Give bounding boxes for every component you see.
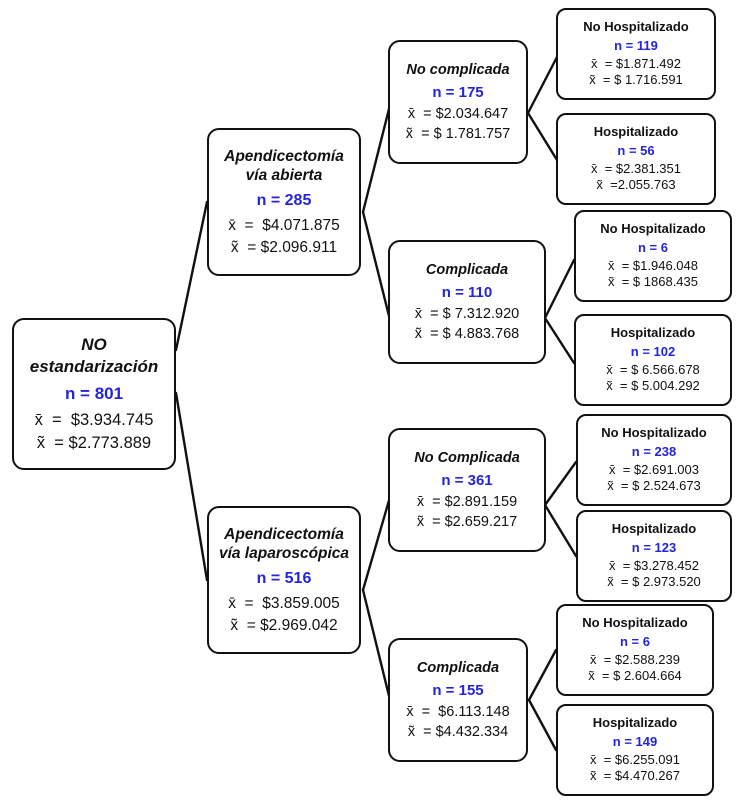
- node-mean: x̄ = $2.891.159: [416, 494, 518, 511]
- node-median: x̃ = $ 2.604.664: [588, 668, 682, 684]
- node-mean: x̄ = $2.381.351: [591, 160, 681, 176]
- node-median: x̃ = $ 2.973.520: [607, 574, 701, 590]
- node-laparoscopica-complicada[interactable]: Complicada n = 155 x̄ = $6.113.148 x̃ = …: [388, 638, 528, 762]
- edge-nc2-to-hosp: [543, 503, 578, 558]
- node-title: NO estandarización: [29, 335, 159, 377]
- edge-c1-to-nohosp: [543, 258, 576, 320]
- node-mean: x̄ = $1.871.492: [591, 55, 681, 71]
- node-median: x̃ = $ 2.524.673: [607, 478, 701, 494]
- node-abierta-no-complicada[interactable]: No complicada n = 175 x̄ = $2.034.647 x̃…: [388, 40, 528, 164]
- edge-c1-to-hosp: [543, 316, 576, 365]
- node-count: n = 119: [614, 37, 658, 53]
- node-apendicectomia-via-laparoscopica[interactable]: Apendicectomía vía laparoscópica n = 516…: [207, 506, 361, 654]
- node-mean: x̄ = $1.946.048: [608, 257, 698, 273]
- node-mean: x̄ = $4.071.875: [228, 216, 340, 234]
- edge-laparoscopica-to-nocomplicada: [361, 495, 392, 592]
- node-median: x̃ = $2.773.889: [36, 433, 152, 452]
- edge-c2-to-hosp: [527, 698, 558, 752]
- edge-laparoscopica-to-complicada: [361, 588, 392, 702]
- node-count: n = 155: [432, 682, 484, 700]
- node-count: n = 238: [631, 443, 677, 459]
- node-count: n = 56: [617, 142, 655, 158]
- node-mean: x̄ = $3.278.452: [609, 557, 699, 573]
- edge-abierta-to-complicada: [361, 210, 392, 322]
- node-title: No Hospitalizado: [583, 19, 689, 35]
- node-title: No Hospitalizado: [600, 221, 706, 237]
- edge-root-to-laparoscopica: [174, 391, 209, 582]
- node-title: Apendicectomía vía abierta: [224, 147, 344, 185]
- node-count: n = 361: [441, 472, 493, 490]
- edge-abierta-to-nocomplicada: [361, 103, 392, 214]
- leaf-nc-laparoscopica-hospitalizado[interactable]: Hospitalizado n = 123 x̄ = $3.278.452 x̃…: [576, 510, 732, 602]
- node-count: n = 110: [441, 284, 493, 302]
- node-apendicectomia-via-abierta[interactable]: Apendicectomía vía abierta n = 285 x̄ = …: [207, 128, 361, 276]
- node-title: No Hospitalizado: [582, 615, 688, 631]
- node-count: n = 123: [631, 539, 677, 555]
- edge-nc1-to-nohosp: [526, 55, 559, 115]
- node-abierta-complicada[interactable]: Complicada n = 110 x̄ = $ 7.312.920 x̃ =…: [388, 240, 546, 364]
- edge-c2-to-nohosp: [527, 648, 558, 702]
- edge-root-to-abierta: [174, 200, 209, 352]
- node-title: Hospitalizado: [593, 124, 679, 140]
- leaf-nc-abierta-hospitalizado[interactable]: Hospitalizado n = 56 x̄ = $2.381.351 x̃ …: [556, 113, 716, 205]
- node-median: x̃ = $ 1.716.591: [589, 72, 683, 88]
- leaf-c-abierta-no-hospitalizado[interactable]: No Hospitalizado n = 6 x̄ = $1.946.048 x…: [574, 210, 732, 302]
- node-title: Hospitalizado: [610, 325, 696, 341]
- node-mean: x̄ = $2.691.003: [609, 461, 699, 477]
- node-title: No Hospitalizado: [601, 425, 707, 441]
- node-count: n = 149: [612, 733, 658, 749]
- node-median: x̃ = $2.969.042: [230, 616, 338, 634]
- leaf-c-laparoscopica-no-hospitalizado[interactable]: No Hospitalizado n = 6 x̄ = $2.588.239 x…: [556, 604, 714, 696]
- node-median: x̃ = $ 4.883.768: [414, 325, 520, 342]
- node-count: n = 102: [630, 343, 676, 359]
- leaf-nc-laparoscopica-no-hospitalizado[interactable]: No Hospitalizado n = 238 x̄ = $2.691.003…: [576, 414, 732, 506]
- node-title: Complicada: [416, 659, 500, 676]
- node-mean: x̄ = $2.588.239: [590, 651, 680, 667]
- node-title: Hospitalizado: [611, 521, 697, 537]
- node-title: Apendicectomía vía laparoscópica: [218, 525, 350, 563]
- node-median: x̃ = $ 1.781.757: [405, 125, 511, 142]
- node-count: n = 801: [64, 383, 124, 403]
- node-median: x̃ =2.055.763: [596, 177, 676, 193]
- leaf-nc-abierta-no-hospitalizado[interactable]: No Hospitalizado n = 119 x̄ = $1.871.492…: [556, 8, 716, 100]
- node-mean: x̄ = $3.859.005: [228, 594, 340, 612]
- node-mean: x̄ = $ 6.566.678: [606, 361, 700, 377]
- node-count: n = 285: [256, 192, 312, 210]
- node-median: x̃ = $4.470.267: [590, 768, 680, 784]
- node-median: x̃ = $ 1868.435: [608, 274, 698, 290]
- node-mean: x̄ = $6.255.091: [590, 751, 680, 767]
- node-mean: x̄ = $ 7.312.920: [414, 306, 520, 323]
- node-laparoscopica-no-complicada[interactable]: No Complicada n = 361 x̄ = $2.891.159 x̃…: [388, 428, 546, 552]
- node-title: Hospitalizado: [592, 715, 678, 731]
- leaf-c-abierta-hospitalizado[interactable]: Hospitalizado n = 102 x̄ = $ 6.566.678 x…: [574, 314, 732, 406]
- node-mean: x̄ = $3.934.745: [34, 410, 154, 429]
- node-root-no-estandarizacion[interactable]: NO estandarización n = 801 x̄ = $3.934.7…: [12, 318, 176, 470]
- node-median: x̃ = $2.096.911: [230, 238, 338, 256]
- node-count: n = 516: [256, 570, 312, 588]
- node-count: n = 175: [432, 84, 484, 102]
- node-title: No Complicada: [414, 449, 520, 466]
- node-median: x̃ = $2.659.217: [416, 513, 518, 530]
- node-count: n = 6: [638, 239, 668, 255]
- node-mean: x̄ = $2.034.647: [407, 106, 509, 123]
- node-title: Complicada: [425, 261, 509, 278]
- node-median: x̃ = $4.432.334: [407, 723, 509, 740]
- node-mean: x̄ = $6.113.148: [406, 704, 510, 721]
- node-median: x̃ = $ 5.004.292: [606, 378, 700, 394]
- leaf-c-laparoscopica-hospitalizado[interactable]: Hospitalizado n = 149 x̄ = $6.255.091 x̃…: [556, 704, 714, 796]
- node-title: No complicada: [406, 61, 510, 78]
- edge-nc1-to-hosp: [526, 111, 559, 162]
- node-count: n = 6: [620, 633, 650, 649]
- edge-nc2-to-nohosp: [543, 460, 578, 507]
